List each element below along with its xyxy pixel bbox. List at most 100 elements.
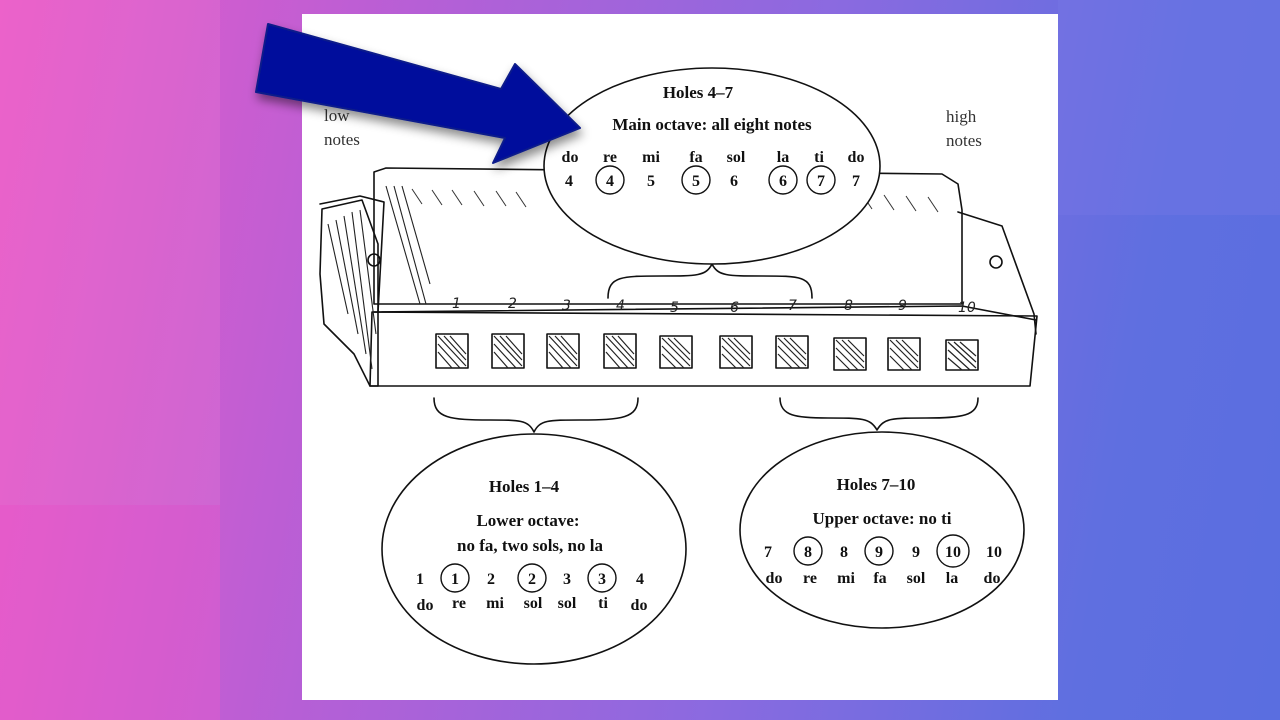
draw-circle — [681, 165, 711, 195]
hole-draw: 2 — [528, 571, 536, 588]
hole-blow: 7 — [852, 173, 860, 190]
upper-hole-row: 7 8 8 9 9 10 10 — [764, 534, 1002, 568]
lower-hole-row: 1 1 2 2 3 3 4 — [416, 563, 644, 593]
hole-draw: 1 — [451, 571, 459, 588]
upper-bubble-title: Holes 7–10 — [837, 475, 916, 494]
main-octave-brace — [607, 263, 813, 299]
hole-draw: 10 — [945, 544, 961, 561]
upper-solfege-row: do re mi fa sol la do — [766, 570, 1001, 587]
hole-blow: 5 — [647, 173, 655, 190]
screw-right — [989, 255, 1003, 269]
background-panel — [0, 0, 220, 505]
lower-bubble-title: Holes 1–4 — [489, 477, 560, 496]
hole-number: 10 — [958, 300, 976, 316]
lower-bubble-subtitle: Lower octave: — [476, 511, 579, 530]
solfege-label: do — [562, 149, 579, 166]
solfege-label: mi — [486, 595, 504, 612]
background-panel — [1058, 0, 1280, 215]
solfege-label: ti — [814, 149, 824, 166]
solfege-label: la — [777, 149, 789, 166]
solfege-label: re — [452, 595, 466, 612]
draw-circle — [440, 563, 470, 593]
solfege-label: la — [946, 570, 958, 587]
hole-blow: 2 — [487, 571, 495, 588]
solfege-label: sol — [524, 595, 543, 612]
low-notes-label: notes — [324, 130, 360, 149]
diagram-sheet: low notes high notes — [302, 14, 1058, 700]
hole-blow: 6 — [730, 173, 738, 190]
hole-draw: 9 — [875, 544, 883, 561]
lower-bubble-outline — [381, 433, 687, 665]
solfege-label: re — [603, 149, 617, 166]
upper-bubble-subtitle: Upper octave: no ti — [813, 509, 952, 528]
hole-draw: 4 — [606, 173, 614, 190]
screw-left — [367, 253, 381, 267]
solfege-label: do — [984, 570, 1001, 587]
solfege-label: do — [848, 149, 865, 166]
draw-circle — [936, 534, 970, 568]
hole-number: 2 — [508, 296, 517, 312]
harmonica-holes — [435, 333, 979, 371]
solfege-label: do — [766, 570, 783, 587]
hole-number-labels: 1 2 3 4 5 6 7 8 9 10 — [452, 296, 976, 316]
hole-blow: 8 — [840, 544, 848, 561]
high-label: high — [946, 107, 977, 126]
harmonica-comb — [369, 311, 1038, 387]
solfege-label: do — [631, 597, 648, 614]
solfege-label: sol — [558, 595, 577, 612]
harmonica-diagram: low notes high notes — [319, 67, 1038, 665]
left-end-plate — [319, 199, 379, 387]
solfege-label: mi — [642, 149, 660, 166]
hole-blow: 7 — [764, 544, 772, 561]
hole-blow: 4 — [636, 571, 644, 588]
solfege-label: sol — [727, 149, 746, 166]
hole-blow: 1 — [416, 571, 424, 588]
hole-number: 5 — [670, 300, 679, 316]
lower-solfege-row: do re mi sol sol ti do — [417, 595, 648, 614]
hole-blow: 4 — [565, 173, 573, 190]
draw-circle — [806, 165, 836, 195]
hole-draw: 7 — [817, 173, 825, 190]
high-notes-label: notes — [946, 131, 982, 150]
hole-draw: 5 — [692, 173, 700, 190]
hole-blow: 3 — [563, 571, 571, 588]
lower-octave-bubble: Holes 1–4 Lower octave: no fa, two sols,… — [381, 433, 687, 665]
solfege-label: re — [803, 570, 817, 587]
hole-number: 1 — [452, 296, 461, 312]
solfege-label: sol — [907, 570, 926, 587]
hole-blow: 9 — [912, 544, 920, 561]
background-panel — [0, 505, 220, 720]
hole-draw: 8 — [804, 544, 812, 561]
draw-circle — [864, 536, 894, 566]
upper-octave-bubble: Holes 7–10 Upper octave: no ti 7 8 8 9 9… — [739, 431, 1025, 629]
hole-number: 7 — [788, 298, 797, 314]
hole-hatching — [437, 335, 977, 371]
solfege-label: ti — [598, 595, 608, 612]
hole-draw: 6 — [779, 173, 787, 190]
hole-number: 6 — [730, 300, 739, 316]
main-bubble-title: Holes 4–7 — [663, 83, 734, 102]
lower-octave-brace — [433, 397, 639, 433]
hole-number: 8 — [844, 298, 853, 314]
solfege-label: mi — [837, 570, 855, 587]
draw-circle — [768, 165, 798, 195]
comb-top-edge — [373, 305, 1037, 321]
draw-circle — [793, 536, 823, 566]
upper-octave-brace — [779, 397, 979, 431]
hole-blow: 10 — [986, 544, 1002, 561]
solfege-label: fa — [689, 149, 702, 166]
solfege-label: do — [417, 597, 434, 614]
lower-bubble-subtitle-2: no fa, two sols, no la — [457, 536, 603, 555]
draw-circle — [595, 165, 625, 195]
hole-draw: 3 — [598, 571, 606, 588]
main-octave-bubble: Holes 4–7 Main octave: all eight notes d… — [543, 67, 881, 265]
right-end-plate — [957, 211, 1037, 335]
main-bubble-outline — [543, 67, 881, 265]
main-hole-row: 4 4 5 5 6 6 7 7 — [565, 165, 860, 195]
left-end-hatching — [327, 185, 431, 370]
draw-circle — [517, 563, 547, 593]
low-label: low — [324, 106, 350, 125]
left-end-edge — [319, 195, 385, 313]
solfege-label: fa — [873, 570, 886, 587]
upper-bubble-outline — [739, 431, 1025, 629]
